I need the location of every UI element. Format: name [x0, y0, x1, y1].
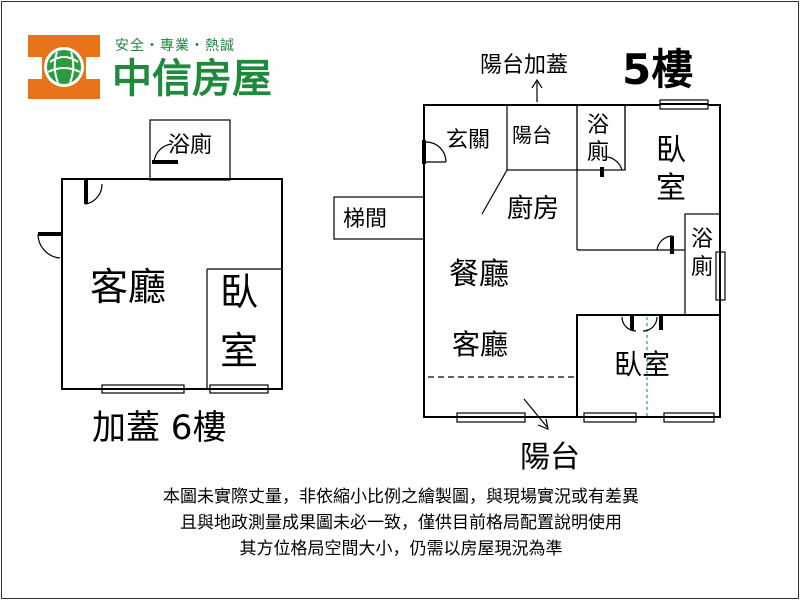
door-icon	[85, 182, 103, 205]
right-floor-plan: 陽台加蓋 5樓 玄關 陽台 浴 廁 臥 室 梯間 廚房 浴 廁 餐廳 客廳 臥室…	[333, 45, 726, 475]
brand-slogan: 安全・專業・熱誠	[115, 37, 235, 54]
room-label-entrance: 玄關	[446, 128, 490, 153]
room-label-bedroom-bottom: 臥室	[614, 348, 670, 381]
door-icon	[656, 235, 673, 251]
room-label-bedroom-top-1: 臥	[656, 133, 686, 168]
door-icon	[621, 316, 658, 332]
room-label-bath-right-1: 浴	[691, 227, 713, 252]
room-label-bedroom-top-2: 室	[656, 171, 686, 206]
bedroom-bottom-wall	[576, 314, 721, 418]
floor-label: 5樓	[622, 45, 693, 94]
room-label-bath-right-2: 廁	[691, 255, 713, 280]
door-icon	[425, 141, 447, 163]
room-label-living: 客廳	[452, 328, 508, 361]
room-label-bath-top-2: 廁	[587, 140, 609, 165]
disclaimer-line-2: 且與地政測量成果圖未必一致，僅供目前格局配置說明使用	[180, 513, 622, 533]
room-label-balcony-bottom: 陽台	[520, 440, 580, 475]
room-label-living-room: 客廳	[90, 265, 166, 309]
room-label-bathroom: 浴廁	[168, 133, 212, 158]
door-icon	[37, 233, 62, 259]
left-plan-caption: 加蓋 6樓	[92, 408, 226, 448]
room-label-balcony-small: 陽台	[512, 123, 552, 147]
disclaimer-line-3: 其方位格局空間大小，仍需以房屋現況為準	[239, 539, 563, 559]
stairwell-box	[333, 196, 425, 240]
room-label-bedroom-2: 室	[220, 329, 258, 373]
room-label-dining: 餐廳	[449, 257, 509, 292]
disclaimer-notes: 本圖未實際丈量，非依縮小比例之繪製圖，與現場實況或有差異 且與地政測量成果圖未必…	[2, 484, 800, 562]
door-icon	[601, 156, 623, 171]
room-label-bath-top-1: 浴	[587, 113, 609, 138]
left-bathroom-box	[149, 119, 231, 181]
left-floor-plan: 浴廁 客廳 臥 室 加蓋 6樓	[37, 119, 283, 448]
annotation-balcony-addition: 陽台加蓋	[480, 53, 568, 78]
company-logo: 安全・專業・熱誠 中信房屋	[28, 35, 272, 102]
room-label-stairwell: 梯間	[343, 207, 387, 232]
disclaimer-line-1: 本圖未實際丈量，非依縮小比例之繪製圖，與現場實況或有差異	[163, 487, 639, 507]
room-label-kitchen: 廚房	[507, 194, 559, 224]
room-label-bedroom-1: 臥	[220, 270, 258, 314]
brand-name: 中信房屋	[112, 56, 272, 102]
